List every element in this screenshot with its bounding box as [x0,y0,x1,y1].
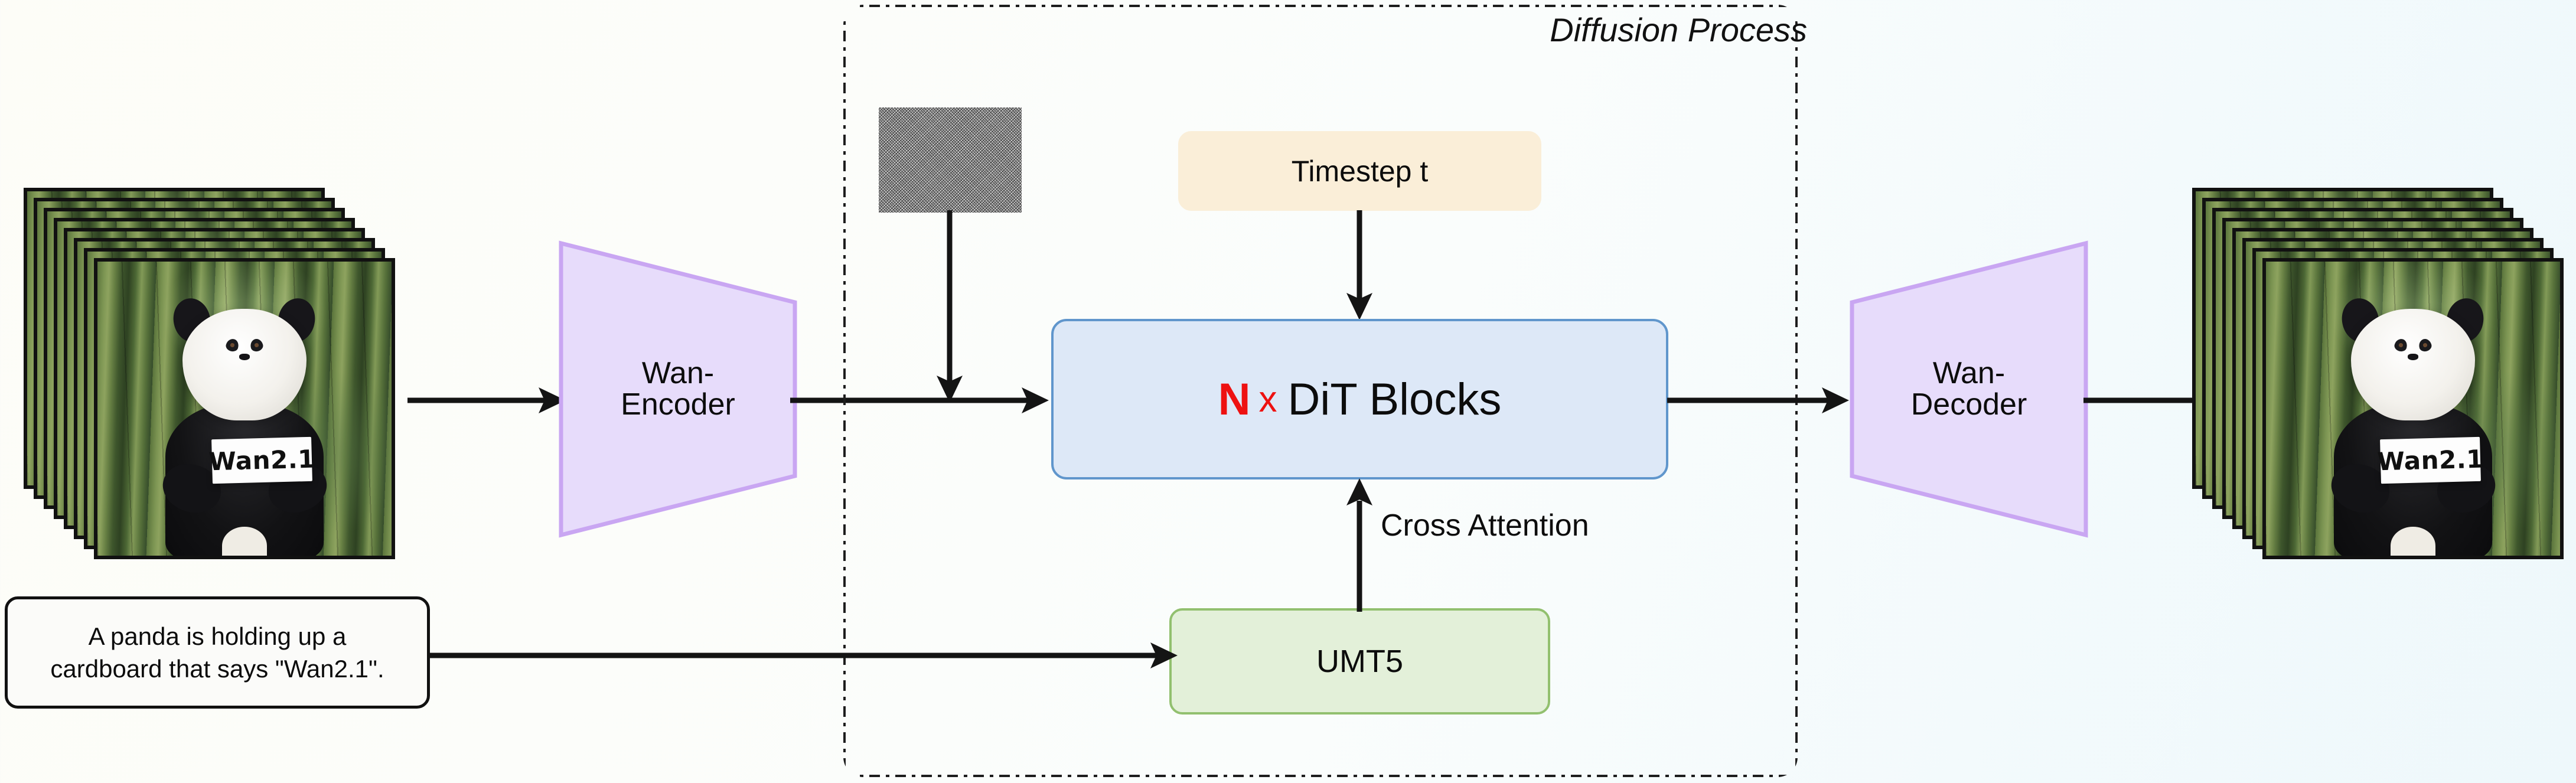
umt5-label: UMT5 [1316,644,1403,679]
panda-eye-left [2393,337,2408,353]
panda-nose [239,354,250,360]
cardboard-sign: Wan2.1 [208,436,316,484]
diffusion-process-title: Diffusion Process [1550,11,1807,48]
arrow-noise-to-latent [937,210,963,403]
wan-decoder-block[interactable]: Wan- Decoder [1850,240,2088,538]
timestep-block[interactable]: Timestep t [1178,131,1541,211]
wan-encoder-block[interactable]: Wan- Encoder [559,240,797,538]
dit-multiply-symbol: x [1258,379,1277,420]
video-frame-front: Wan2.1 [94,258,395,559]
input-video-frame-stack: Wan2.1 [24,188,413,578]
umt5-text-encoder-block[interactable]: UMT5 [1169,608,1550,715]
cardboard-sign-text: Wan2.1 [208,444,316,476]
prompt-line-1: A panda is holding up a [88,622,347,650]
video-frame-front: Wan2.1 [2262,258,2564,559]
arrow-prompt-to-umt5 [429,642,1178,668]
dit-block-count: N [1218,374,1251,425]
dit-blocks-label: DiT Blocks [1287,374,1502,425]
timestep-label: Timestep t [1291,154,1429,188]
panda-belly [222,526,267,556]
dit-blocks-block[interactable]: N x DiT Blocks [1051,319,1668,479]
panda-eye-left [224,337,240,353]
text-prompt-box[interactable]: A panda is holding up a cardboard that s… [5,596,430,709]
arrow-dit-to-decoder [1667,387,1849,413]
arrow-timestep-to-dit [1346,210,1372,320]
arrow-cross-attention [1346,478,1372,612]
cardboard-sign-text: Wan2.1 [2377,444,2484,476]
panda-eye-right [249,337,265,353]
cardboard-sign: Wan2.1 [2377,436,2484,484]
panda-eye-right [2417,337,2433,353]
panda-nose [2407,354,2419,360]
noise-latent-patch [879,107,1022,213]
panda-belly [2391,526,2435,556]
panda-head [2351,308,2475,420]
panda-illustration: Wan2.1 [97,262,392,556]
output-video-frame-stack: Wan2.1 [2192,188,2576,578]
cross-attention-label: Cross Attention [1381,508,1589,543]
panda-illustration: Wan2.1 [2266,262,2560,556]
arrow-input-to-encoder [407,387,566,413]
panda-head [182,308,306,420]
prompt-line-2: cardboard that says "Wan2.1". [50,655,384,683]
